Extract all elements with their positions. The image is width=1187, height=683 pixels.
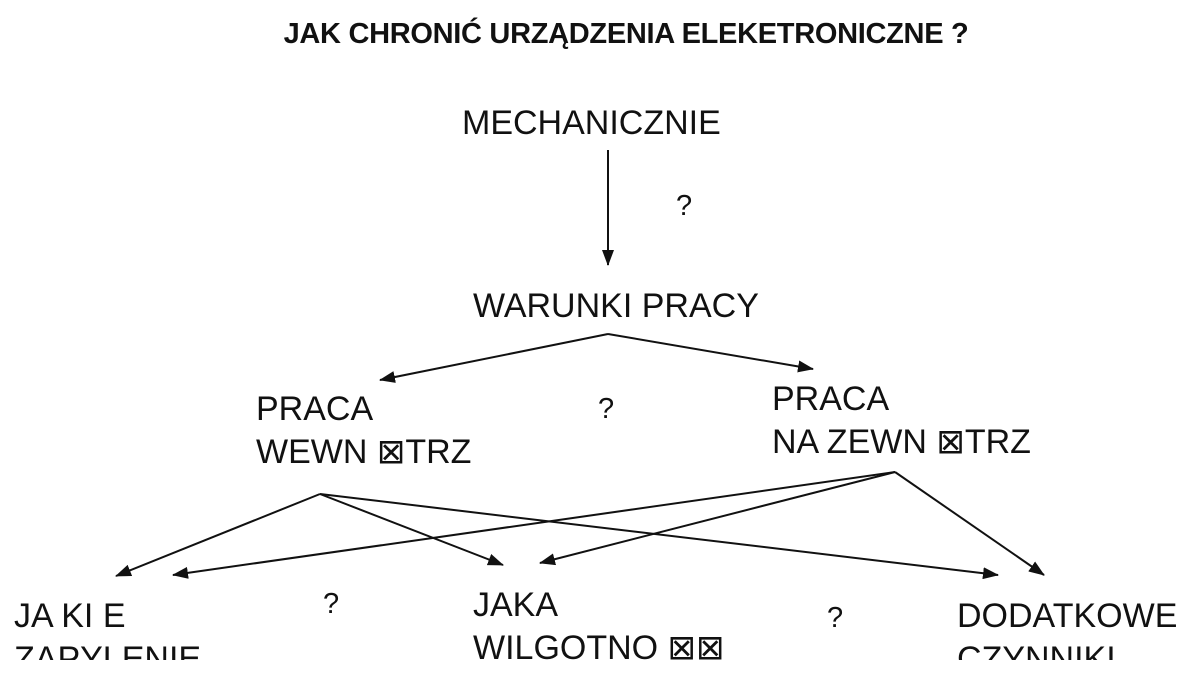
node-jakie-zapylenie-line1: JA KI E — [14, 597, 126, 635]
node-jaka-wilgotnosc-line2: WILGOTNO ⊠⊠ — [473, 629, 725, 660]
node-jaka-wilgotnosc-line1: JAKA — [473, 586, 559, 624]
arrow-wewn-to-dodatkowe — [319, 493, 999, 580]
node-dodatkowe-czynniki-line2: CZYNNIKI — [957, 640, 1116, 660]
arrow-warunki-to-zewn — [607, 333, 814, 373]
arrow-zewn-to-dodatkowe — [894, 471, 1045, 576]
node-praca-na-zewnatrz-line1: PRACA — [772, 380, 890, 418]
arrow-wewn-to-zapylenie — [115, 493, 321, 577]
arrow-wewn-to-wilgotnosc — [319, 493, 504, 566]
node-jaka-wilgotnosc: JAKA WILGOTNO ⊠⊠ — [473, 584, 725, 660]
diagram-title: JAK CHRONIĆ URZĄDZENIA ELEKETRONICZNE ? — [283, 18, 969, 50]
node-jakie-zapylenie: JA KI E ZAPYLENIE — [14, 595, 201, 660]
node-warunki-pracy-label: WARUNKI PRACY — [473, 287, 759, 325]
question-mark-3: ? — [323, 588, 340, 620]
node-praca-wewnatrz-line1: PRACA — [256, 390, 374, 428]
node-praca-wewnatrz: PRACA WEWN ⊠TRZ — [256, 388, 471, 474]
question-mark-4: ? — [827, 602, 844, 634]
node-dodatkowe-czynniki: DODATKOWE CZYNNIKI — [957, 595, 1177, 660]
arrow-zewn-to-wilgotnosc — [539, 471, 896, 566]
node-mechaniczne-label: MECHANICZNIE — [462, 104, 721, 142]
question-mark-1: ? — [676, 190, 693, 222]
node-jakie-zapylenie-line2: ZAPYLENIE — [14, 640, 202, 660]
node-mechaniczne: MECHANICZNIE — [462, 102, 721, 145]
node-warunki-pracy: WARUNKI PRACY — [473, 285, 759, 328]
node-praca-na-zewnatrz-line2: NA ZEWN ⊠TRZ — [772, 423, 1031, 461]
node-dodatkowe-czynniki-line1: DODATKOWE — [957, 597, 1178, 635]
question-mark-2: ? — [598, 393, 615, 425]
node-praca-na-zewnatrz: PRACA NA ZEWN ⊠TRZ — [772, 378, 1031, 464]
bottom-row-clip: JA KI E ZAPYLENIE ? JAKA WILGOTNO ⊠⊠ ? D… — [0, 580, 1187, 660]
node-praca-wewnatrz-line2: WEWN ⊠TRZ — [256, 433, 472, 471]
arrow-zewn-to-zapylenie — [172, 471, 896, 579]
arrow-warunki-to-wewn — [379, 333, 609, 383]
